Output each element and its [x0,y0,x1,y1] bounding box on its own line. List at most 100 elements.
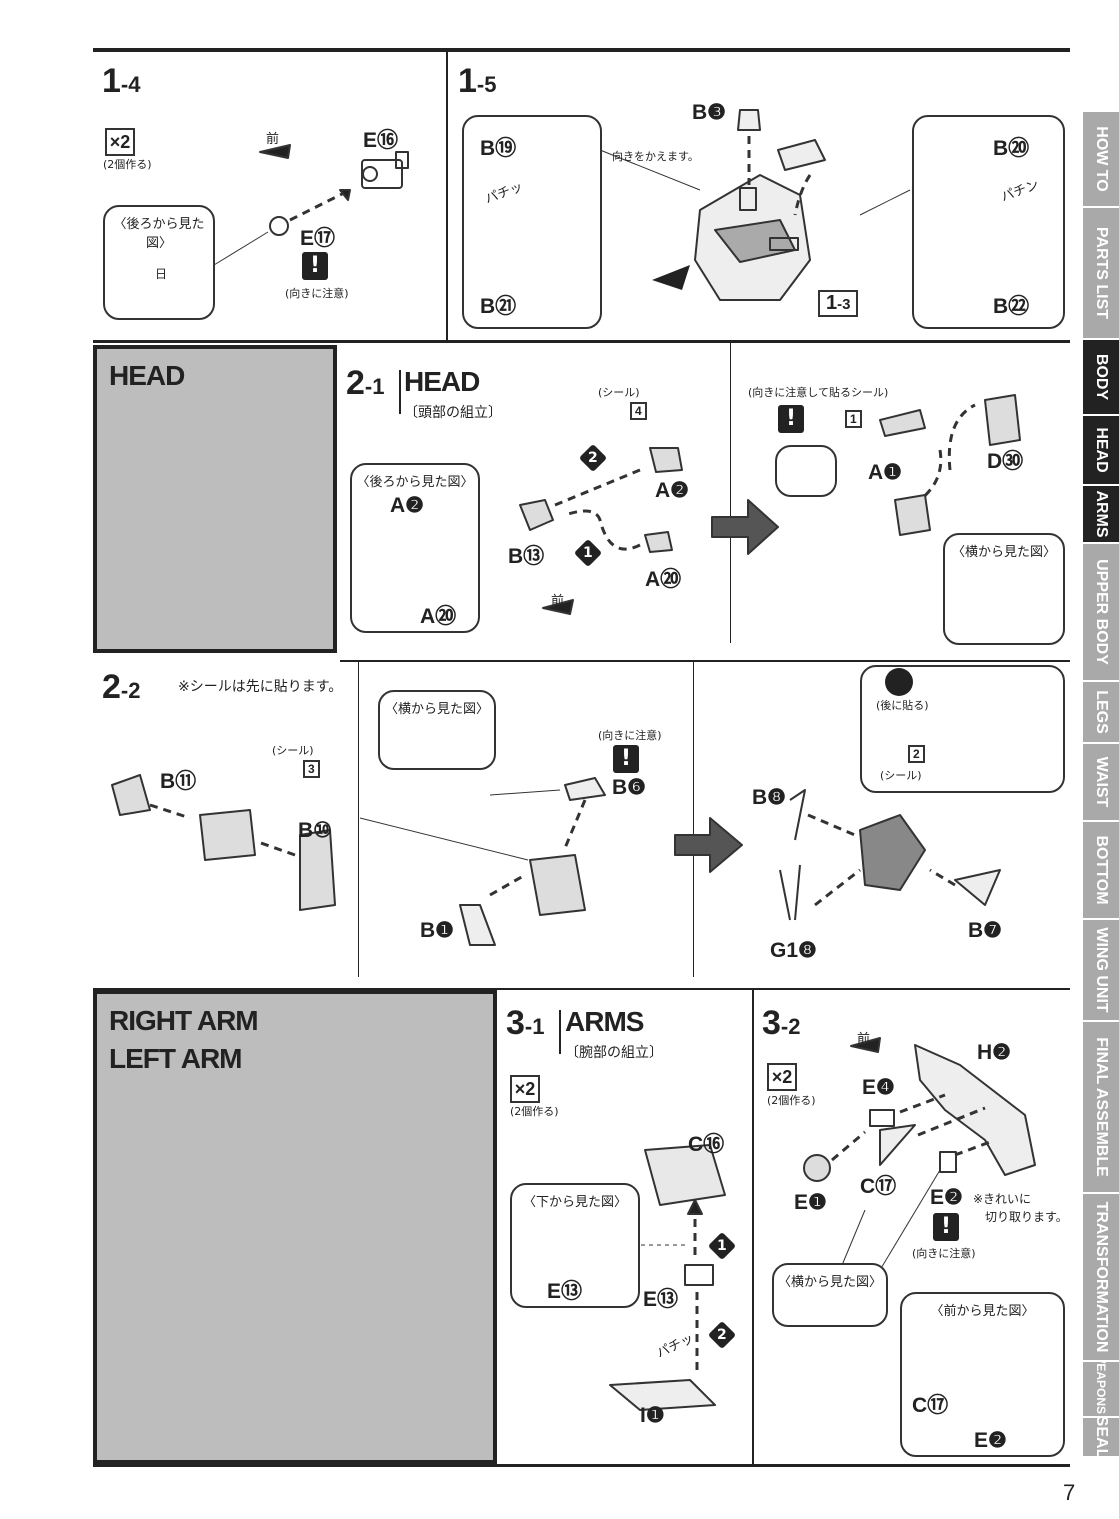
part-label-a1: A❶ [868,461,902,484]
part-label-c17: C⑰ [860,1175,897,1198]
step-1-4-number: 1-4 [102,62,141,100]
front-label-3-2: 前 [857,1032,871,1047]
side-view-bubble-3-2: 〈横から見た図〉 [772,1263,888,1327]
caution-icon-3-2: ! [933,1213,959,1241]
count-note-3-1: (2個作る) [510,1105,559,1118]
bottom-rule [93,1464,1070,1467]
part-label-b3: B❸ [692,101,726,124]
nav-tab-bottom[interactable]: BOTTOM [1083,822,1119,920]
nav-tab-seal[interactable]: SEAL [1083,1418,1119,1458]
seal-number-2: 1 [845,410,862,428]
step-3-1-number: 3-1 [506,1004,545,1042]
part-label-b6: B❻ [612,776,646,799]
part-label-b19: B⑲ [480,137,517,160]
part-label-b8: B❽ [752,786,786,809]
part-label-b7: B❼ [968,919,1002,942]
nav-tab-body[interactable]: BODY [1083,340,1119,416]
part-label-e2-detail: E❷ [974,1429,1007,1452]
head-overview-panel: HEAD [93,345,337,653]
side-view-bubble-2-1: 〈横から見た図〉 [943,533,1065,645]
nav-tab-how-to[interactable]: HOW TO [1083,112,1119,208]
part-label-d30: D㉚ [987,450,1024,473]
front-view-bubble: 〈前から見た図〉 C⑰ E❷ [900,1292,1065,1457]
flip-note: 向きをかえます。 [612,150,699,163]
count-badge-3-1: ×2 [510,1075,540,1103]
caution-icon-2-1: ! [778,405,804,433]
nav-tab-legs[interactable]: LEGS [1083,682,1119,744]
part-label-c16: C⑯ [688,1133,725,1156]
detail-bubble-left [462,115,602,329]
nav-tab-head[interactable]: HEAD [1083,416,1119,486]
part-label-e13: E⑬ [643,1288,679,1311]
back-view-bubble-2-1: 〈後ろから見た図〉 A❷ A⑳ [350,463,480,633]
step-3-2-number: 3-2 [762,1004,801,1042]
part-label-a20-detail: A⑳ [420,605,457,628]
part-label-a2: A❷ [655,479,689,502]
seal-number-2-2: 3 [303,760,320,778]
count-note: (2個作る) [103,158,152,171]
detail-bubble-right [912,115,1065,329]
back-view-caption-2-1: 〈後ろから見た図〉 [356,475,474,490]
page-number: 7 [1063,1480,1076,1505]
step-1-5-number: 1-5 [458,62,497,100]
row2-bottom-rule [340,660,1070,662]
row3-divider-a [358,662,359,977]
row3-bottom-rule [93,988,1070,990]
part-label-a2-detail: A❷ [390,494,424,517]
mark-symbol: 日 [155,267,168,281]
arm-overview-title-right: RIGHT ARM [109,1005,259,1036]
bottom-view-caption: 〈下から見た図〉 [522,1195,627,1210]
part-label-i1: I❶ [640,1404,665,1427]
part-label-e13-detail: E⑬ [547,1280,583,1303]
nav-tab-parts-list[interactable]: PARTS LIST [1083,208,1119,340]
part-label-g18: G1❽ [770,939,817,962]
row3-divider-b [693,662,694,977]
arm-overview-title-left: LEFT ARM [109,1043,242,1074]
side-view-caption-2-2: 〈横から見た図〉 [384,702,489,717]
nav-tab-upper-body[interactable]: UPPER BODY [1083,544,1119,682]
count-badge: ×2 [105,128,135,156]
title-bar [399,370,401,414]
seal-number: 4 [630,402,647,420]
part-label-a20: A⑳ [645,568,682,591]
count-note-3-2: (2個作る) [767,1094,816,1107]
count-badge-3-2: ×2 [767,1063,797,1091]
front-label: 前 [266,132,280,147]
seal-label-2-2b: (シール) [880,769,922,782]
caution-note: (向きに注意) [285,287,349,300]
step-2-2-number: 2-2 [102,668,141,706]
seal-label-2-2: (シール) [272,744,314,757]
part-label-b1: B❶ [420,919,454,942]
step-2-2-note: ※シールは先に貼ります。 [178,679,343,695]
part-label-b11: B⑪ [160,770,197,793]
part-label-h2: H❷ [977,1041,1011,1064]
cut-note-line1: ※きれいに [973,1192,1032,1206]
caution-note-3-2: (向きに注意) [912,1247,976,1260]
step-3-1-title: ARMS [565,1006,644,1037]
part-label-c17-detail: C⑰ [912,1394,949,1417]
step-2-1-subtitle: 〔頭部の組立〕 [404,405,502,421]
nav-tab-weapons[interactable]: WEAPONS & [1083,1362,1119,1418]
nav-tab-wing-unit[interactable]: WING UNIT [1083,920,1119,1022]
nav-tab-transformation[interactable]: TRANSFORMATION [1083,1194,1119,1362]
arm-overview-panel: RIGHT ARM LEFT ARM [93,990,497,1464]
bottom-view-bubble: 〈下から見た図〉 E⑬ [510,1183,640,1308]
step-2-1-title: HEAD [404,366,480,397]
back-view-caption: 〈後ろから見た図〉 [113,217,205,251]
row1-divider [446,48,448,343]
cut-note-line2: 切り取ります。 [985,1210,1068,1224]
title-bar-3-1 [559,1010,561,1054]
nav-tab-waist[interactable]: WAIST [1083,744,1119,822]
row2-divider [730,343,731,643]
front-view-caption: 〈前から見た図〉 [930,1304,1035,1319]
part-label-b21: B㉑ [480,295,517,318]
reference-step-badge: 1-3 [818,290,859,317]
nav-tab-final-assemble[interactable]: FINAL ASSEMBLE [1083,1022,1119,1194]
top-rule [93,48,1070,52]
part-label-e17: E⑰ [300,227,336,250]
caution-note-2-2: (向きに注意) [598,729,662,742]
sticker-dot [885,668,913,696]
back-view-bubble: 〈後ろから見た図〉 日 [103,205,215,320]
nav-tab-arms[interactable]: ARMS [1083,486,1119,544]
seal-label: (シール) [598,386,640,399]
